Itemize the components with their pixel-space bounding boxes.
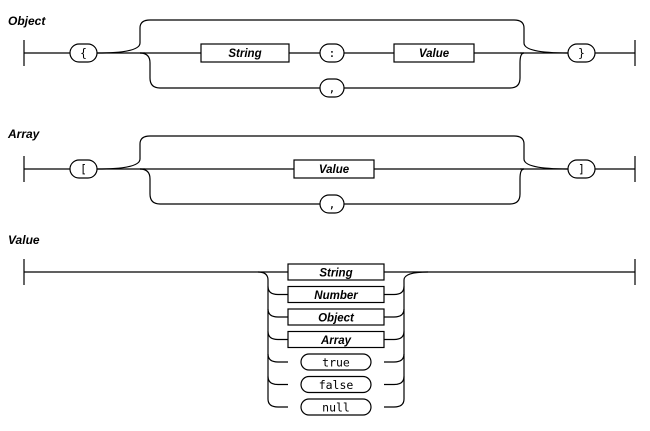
value-choice-connector [267,286,405,296]
value-choice-connector [267,308,405,318]
value-choice-array-nonterminal [287,330,385,349]
object-close-brace-terminal [567,43,596,63]
array-empty-bypass [96,135,569,170]
array-open-bracket-terminal [69,159,98,179]
value-title: Value [8,233,40,247]
object-comma-label: , [329,81,336,95]
array-close-bracket-terminal [567,159,596,179]
value-choice-label: false [319,378,354,392]
object-colon-terminal [319,43,345,63]
array-value-label: Value [319,164,350,176]
array-open-bracket-label: [ [80,162,87,176]
value-choice-true-terminal [300,353,372,371]
value-choice-connector [267,331,405,341]
array-value-nonterminal [293,159,375,179]
array-comma-loop [139,168,525,205]
object-value-label: Value [419,48,450,60]
object-comma-terminal [319,78,345,98]
value-choice-label: Object [318,313,355,325]
value-choice-label: Number [314,290,358,302]
object-open-brace-label: { [80,46,87,60]
object-colon-label: : [329,46,336,60]
object-open-brace-terminal [69,43,98,63]
array-comma-label: , [329,197,336,211]
array-comma-terminal [319,194,345,214]
value-choice-string-nonterminal [287,263,385,281]
object-value-nonterminal [393,43,475,63]
object-close-brace-label: } [578,46,585,60]
object-string-label: String [228,48,261,60]
array-title: Array [7,127,41,141]
array-close-bracket-label: ] [578,162,585,176]
value-choice-connector [267,398,405,408]
value-choice-label: Array [320,335,352,347]
value-choice-number-nonterminal [287,285,385,304]
value-choice-false-terminal [300,375,372,394]
value-choice-object-nonterminal [287,308,385,326]
object-title: Object [8,14,46,28]
value-choice-null-terminal [300,398,372,416]
array-diagram: Array [ Value , ] [7,127,636,214]
object-empty-bypass [96,19,569,54]
value-choice-connector [267,376,405,386]
value-choice-label: true [322,356,350,370]
value-choice-label: String [319,268,352,280]
object-diagram: Object { String : Value , } [8,14,636,98]
value-choice-label: null [322,401,350,415]
object-comma-loop [139,52,525,89]
object-string-nonterminal [200,43,290,63]
value-choice-connector [267,353,405,363]
